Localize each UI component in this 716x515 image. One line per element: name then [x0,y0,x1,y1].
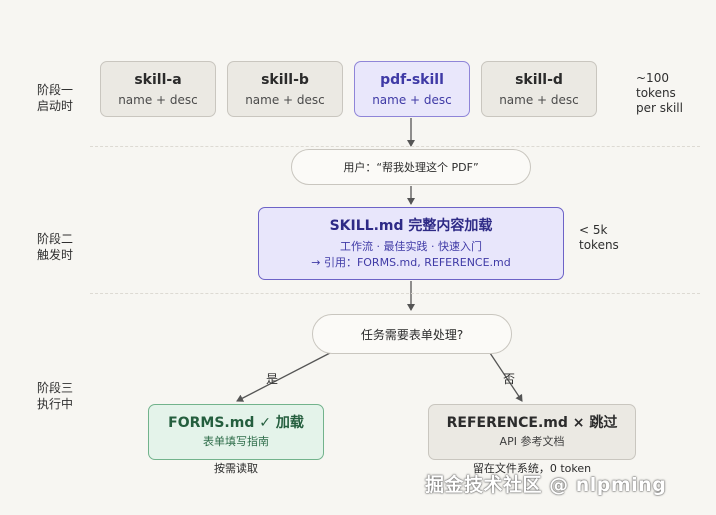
reference-md-box: REFERENCE.md × 跳过 API 参考文档 [428,404,636,460]
stage-3-label: 阶段三 执行中 [37,380,73,412]
arrow-decision-to-reference [489,352,523,402]
forms-md-box: FORMS.md ✓ 加载 表单填写指南 [148,404,324,460]
stage-2-token-note: < 5k tokens [579,223,619,253]
reference-md-title: REFERENCE.md × 跳过 [446,415,618,431]
stage-1-name: 阶段一 [37,83,74,97]
reference-md-subtitle: API 参考文档 [499,435,565,448]
stage-3-name: 阶段三 [37,381,74,395]
skill-md-references: → 引用：FORMS.md, REFERENCE.md [311,255,511,269]
pdf-skill-box: pdf-skill name + desc [354,61,470,117]
note-line: < 5k [579,223,608,237]
skill-name: skill-b [261,71,309,88]
stage-divider [90,293,700,294]
stage-2-label: 阶段二 触发时 [37,231,73,263]
skill-desc: name + desc [372,92,452,107]
branch-yes-label: 是 [266,372,279,386]
stage-divider [90,146,700,147]
note-line: per skill [636,101,683,115]
skill-md-box: SKILL.md 完整内容加载 工作流 · 最佳实践 · 快速入门 → 引用：F… [258,207,564,280]
skill-md-title: SKILL.md 完整内容加载 [329,217,493,234]
decision-pill: 任务需要表单处理? [312,314,512,354]
user-prompt-pill: 用户：“帮我处理这个 PDF” [291,149,531,185]
skill-d-box: skill-d name + desc [481,61,597,117]
skill-desc: name + desc [245,92,325,107]
skill-b-box: skill-b name + desc [227,61,343,117]
stage-3-when: 执行中 [37,397,74,411]
note-line: ~100 [636,71,669,85]
forms-md-subtitle: 表单填写指南 [203,435,269,448]
skill-md-contents: 工作流 · 最佳实践 · 快速入门 [340,239,482,253]
skill-desc: name + desc [499,92,579,107]
forms-md-note: 按需读取 [214,462,258,475]
stage-1-label: 阶段一 启动时 [37,82,73,114]
arrow-decision-to-forms [236,352,331,402]
skill-name: skill-d [515,71,563,88]
skill-name: pdf-skill [380,71,444,88]
stage-2-name: 阶段二 [37,232,74,246]
note-line: tokens [636,86,676,100]
branch-no-label: 否 [503,372,516,386]
reference-md-note: 留在文件系统，0 token [472,462,592,475]
stage-1-token-note: ~100 tokens per skill [636,71,683,116]
stage-2-when: 触发时 [37,248,74,262]
skill-name: skill-a [134,71,182,88]
watermark: 掘金技术社区 @ nlpming [425,474,667,496]
decision-text: 任务需要表单处理? [360,327,464,342]
user-prompt-text: 用户：“帮我处理这个 PDF” [343,161,479,174]
skill-desc: name + desc [118,92,198,107]
forms-md-title: FORMS.md ✓ 加载 [168,415,304,431]
stage-1-when: 启动时 [37,99,74,113]
skill-a-box: skill-a name + desc [100,61,216,117]
note-line: tokens [579,238,619,252]
